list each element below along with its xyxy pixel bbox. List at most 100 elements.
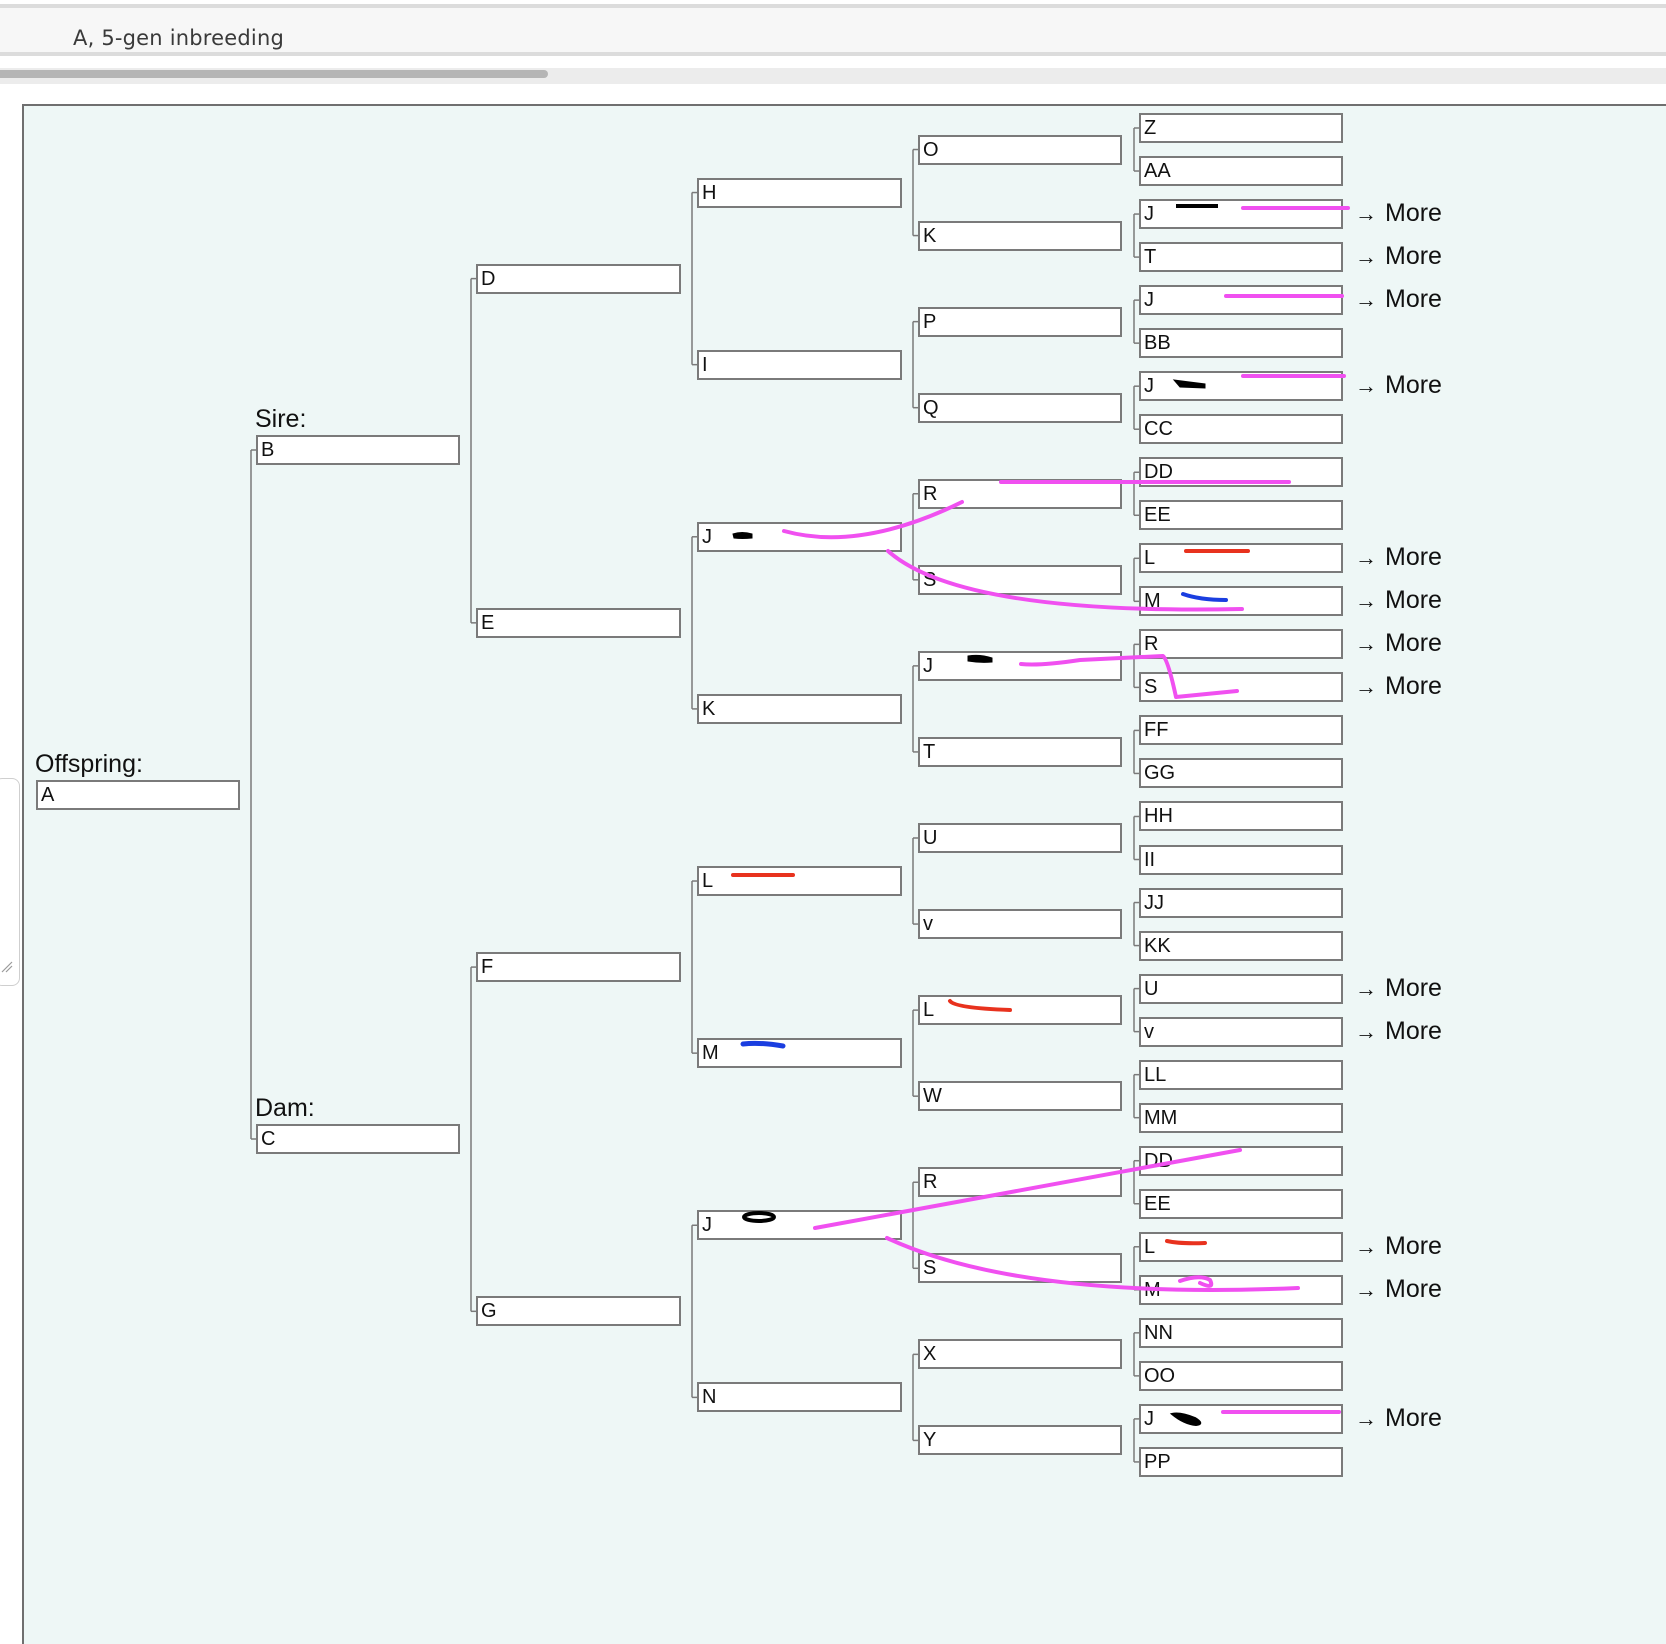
more-link-label: More (1385, 543, 1442, 571)
window-title-divider (0, 52, 1666, 56)
more-link-label: More (1385, 1232, 1442, 1260)
gen4-field[interactable]: L (918, 995, 1122, 1025)
gen5-field[interactable]: AA (1139, 156, 1343, 186)
gen5-field[interactable]: LL (1139, 1060, 1343, 1090)
gen3-field[interactable]: I (697, 350, 902, 380)
gen5-field[interactable]: J (1139, 1404, 1343, 1434)
gen5-field[interactable]: CC (1139, 414, 1343, 444)
gen5-field[interactable]: EE (1139, 1189, 1343, 1219)
arrow-right-icon: → (1355, 976, 1377, 1001)
gen5-field[interactable]: J (1139, 371, 1343, 401)
more-link-label: More (1385, 1275, 1442, 1303)
gen3-field[interactable]: J (697, 522, 902, 552)
more-link[interactable]: →More (1355, 242, 1442, 271)
gen5-field[interactable]: U (1139, 974, 1343, 1004)
dam-field[interactable]: C (256, 1124, 460, 1154)
gen3-field[interactable]: L (697, 866, 902, 896)
arrow-right-icon: → (1355, 373, 1377, 398)
more-link[interactable]: →More (1355, 285, 1442, 314)
grandparent-field[interactable]: E (476, 608, 681, 638)
gen5-field[interactable]: S (1139, 672, 1343, 702)
arrow-right-icon: → (1355, 588, 1377, 613)
more-link[interactable]: →More (1355, 629, 1442, 658)
more-link-label: More (1385, 1404, 1442, 1432)
gen4-field[interactable]: X (918, 1339, 1122, 1369)
gen4-field[interactable]: W (918, 1081, 1122, 1111)
gen4-field[interactable]: K (918, 221, 1122, 251)
grandparent-field[interactable]: D (476, 264, 681, 294)
gen5-field[interactable]: DD (1139, 1146, 1343, 1176)
arrow-right-icon: → (1355, 1234, 1377, 1259)
more-link[interactable]: →More (1355, 1017, 1442, 1046)
gen4-field[interactable]: Q (918, 393, 1122, 423)
arrow-right-icon: → (1355, 201, 1377, 226)
more-link[interactable]: → More (1355, 672, 1442, 701)
more-link[interactable]: → More (1355, 1232, 1442, 1261)
more-link[interactable]: →More (1355, 543, 1442, 572)
gen4-field[interactable]: P (918, 307, 1122, 337)
gen5-field[interactable]: M (1139, 586, 1343, 616)
gen5-field[interactable]: KK (1139, 931, 1343, 961)
grandparent-field[interactable]: F (476, 952, 681, 982)
gen3-field[interactable]: M (697, 1038, 902, 1068)
gen5-field[interactable]: MM (1139, 1103, 1343, 1133)
side-panel-tab[interactable] (0, 778, 20, 986)
more-link-label: More (1385, 199, 1442, 227)
gen5-field[interactable]: II (1139, 845, 1343, 875)
title-bar: A, 5-gen inbreeding (0, 8, 1666, 52)
sire-label: Sire: (255, 405, 307, 433)
gen5-field[interactable]: J (1139, 285, 1343, 315)
gen5-field[interactable]: J (1139, 199, 1343, 229)
more-link[interactable]: →More (1355, 974, 1442, 1003)
gen5-field[interactable]: Z (1139, 113, 1343, 143)
gen5-field[interactable]: NN (1139, 1318, 1343, 1348)
gen5-field[interactable]: L (1139, 543, 1343, 573)
gen5-field[interactable]: BB (1139, 328, 1343, 358)
gen3-field[interactable]: K (697, 694, 902, 724)
gen5-field[interactable]: EE (1139, 500, 1343, 530)
gen4-field[interactable]: Y (918, 1425, 1122, 1455)
gen5-field[interactable]: R (1139, 629, 1343, 659)
more-link-label: More (1385, 629, 1442, 657)
more-link[interactable]: → More (1355, 199, 1442, 228)
gen5-field[interactable]: JJ (1139, 888, 1343, 918)
gen5-field[interactable]: L (1139, 1232, 1343, 1262)
gen5-field[interactable]: GG (1139, 758, 1343, 788)
arrow-right-icon: → (1355, 287, 1377, 312)
sire-field[interactable]: B (256, 435, 460, 465)
grandparent-field[interactable]: G (476, 1296, 681, 1326)
more-link-label: More (1385, 672, 1442, 700)
resize-grip-icon[interactable] (0, 960, 14, 974)
arrow-right-icon: → (1355, 674, 1377, 699)
arrow-right-icon: → (1355, 244, 1377, 269)
gen3-field[interactable]: N (697, 1382, 902, 1412)
gen3-field[interactable]: H (697, 178, 902, 208)
offspring-field[interactable]: A (36, 780, 240, 810)
more-link[interactable]: →More (1355, 371, 1442, 400)
gen4-field[interactable]: T (918, 737, 1122, 767)
arrow-right-icon: → (1355, 1406, 1377, 1431)
gen4-field[interactable]: S (918, 1253, 1122, 1283)
gen5-field[interactable]: HH (1139, 801, 1343, 831)
more-link[interactable]: → More (1355, 1404, 1442, 1433)
gen5-field[interactable]: T (1139, 242, 1343, 272)
gen4-field[interactable]: R (918, 1167, 1122, 1197)
gen5-field[interactable]: M (1139, 1275, 1343, 1305)
gen5-field[interactable]: DD (1139, 457, 1343, 487)
dam-label: Dam: (255, 1094, 315, 1122)
gen4-field[interactable]: J (918, 651, 1122, 681)
gen5-field[interactable]: FF (1139, 715, 1343, 745)
gen4-field[interactable]: S (918, 565, 1122, 595)
gen4-field[interactable]: v (918, 909, 1122, 939)
gen3-field[interactable]: J (697, 1210, 902, 1240)
more-link[interactable]: →More (1355, 1275, 1442, 1304)
gen4-field[interactable]: R (918, 479, 1122, 509)
horizontal-scrollbar-thumb[interactable] (0, 70, 548, 78)
gen5-field[interactable]: PP (1139, 1447, 1343, 1477)
gen5-field[interactable]: v (1139, 1017, 1343, 1047)
gen4-field[interactable]: O (918, 135, 1122, 165)
more-link[interactable]: →More (1355, 586, 1442, 615)
gen5-field[interactable]: OO (1139, 1361, 1343, 1391)
gen4-field[interactable]: U (918, 823, 1122, 853)
arrow-right-icon: → (1355, 1019, 1377, 1044)
